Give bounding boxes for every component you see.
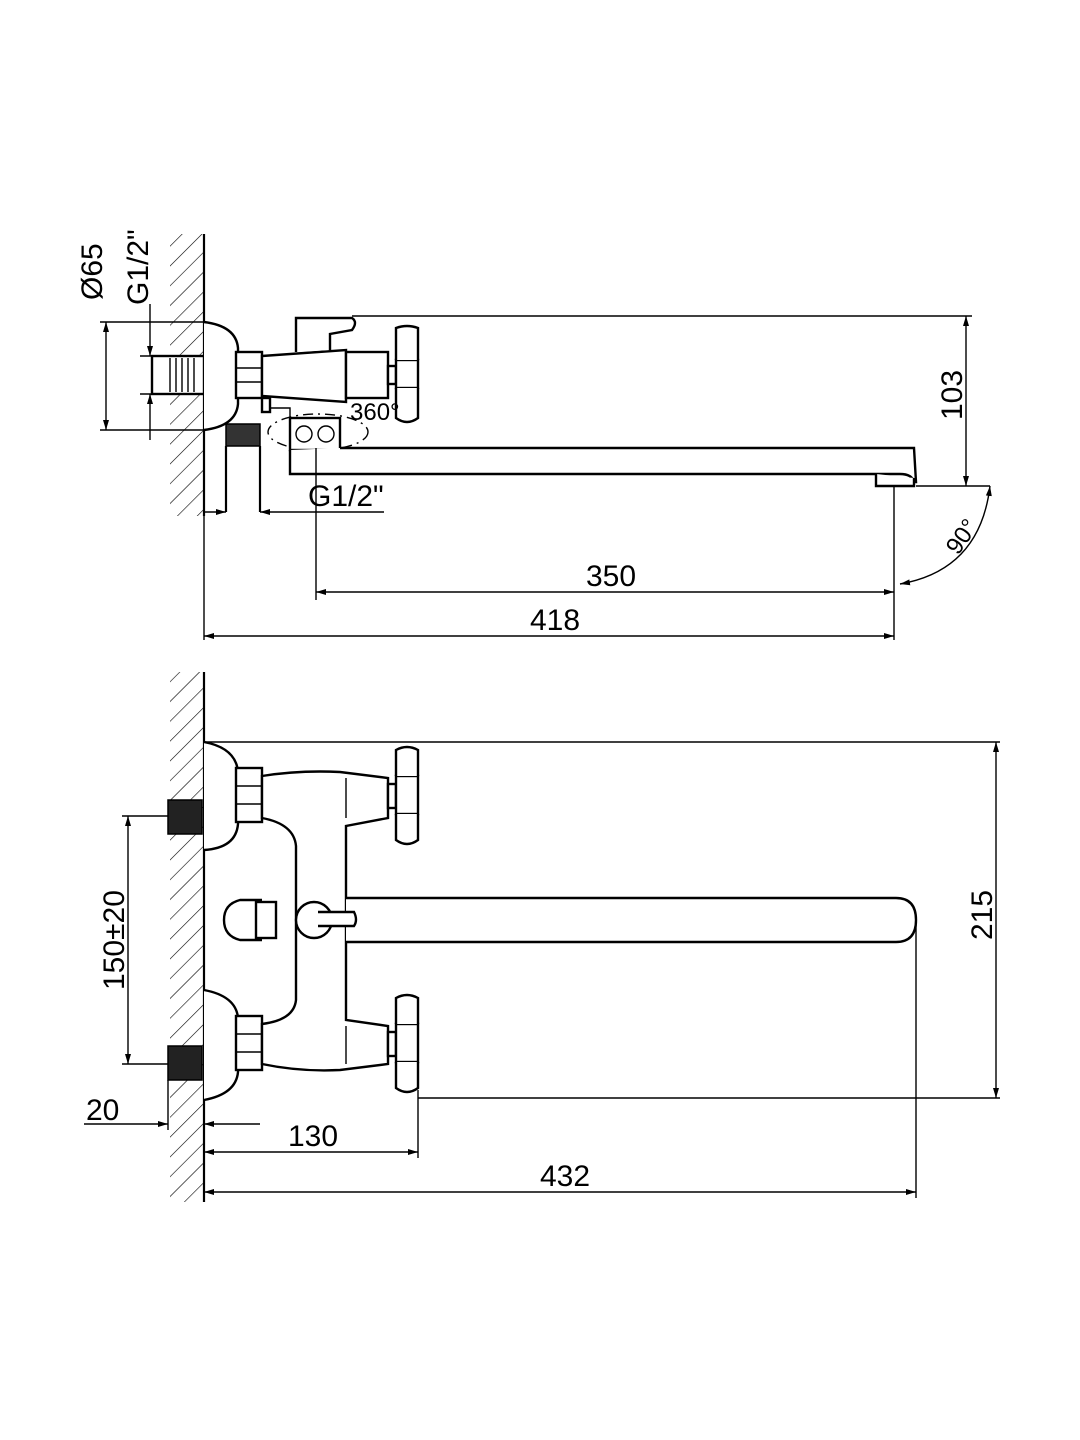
dim-total-length-top-label: 418 — [530, 604, 580, 637]
rotation-ellipse — [267, 413, 369, 451]
handle-lower — [386, 993, 420, 1094]
dim-handle-depth-label: 130 — [288, 1120, 338, 1153]
hex-nut-upper — [234, 766, 264, 824]
diverter-front — [222, 898, 262, 942]
dim-thread-outlet: G1/2" — [204, 480, 384, 515]
wall-thread-upper — [167, 799, 203, 835]
wall-front — [170, 672, 206, 1202]
dim-diameter: Ø65 — [76, 243, 204, 431]
dim-angle: 90° — [899, 485, 992, 586]
dim-thread-outlet-label: G1/2" — [308, 480, 384, 513]
escutcheon-lower — [203, 988, 240, 1102]
mixer-body-top — [260, 348, 348, 404]
dim-thread-wall-label: G1/2" — [122, 229, 155, 305]
diverter-lever-top — [294, 316, 357, 352]
dim-center-distance: 150±20 — [98, 815, 168, 1065]
dim-wall-offset-label: 20 — [86, 1094, 119, 1127]
front-view: 150±20 215 20 130 432 — [84, 672, 1000, 1202]
escutcheon-top — [203, 320, 240, 432]
dim-handle-depth: 130 — [204, 1090, 419, 1158]
hex-nut-top — [234, 350, 264, 400]
wall-connector-top — [150, 354, 206, 396]
top-view: Ø65 G1/2" 360° G1/2" 103 90° — [76, 229, 992, 640]
dim-angle-label: 90° — [941, 514, 984, 559]
spout-front — [346, 896, 918, 944]
dim-spout-length: 350 — [315, 448, 895, 640]
dim-height-top-label: 103 — [936, 370, 969, 420]
dim-height-front: 215 — [204, 741, 1000, 1099]
hex-nut-lower — [234, 1014, 264, 1072]
dim-rotation-label: 360° — [350, 399, 400, 426]
spout-top — [288, 446, 918, 484]
handle-upper — [386, 745, 420, 846]
escutcheon-upper — [203, 740, 240, 852]
outlet-thread — [224, 423, 262, 512]
dim-total-length-top: 418 — [203, 516, 894, 640]
dim-height-front-label: 215 — [966, 890, 999, 940]
dim-total-length-front-label: 432 — [540, 1160, 590, 1193]
dim-diameter-label: Ø65 — [76, 243, 109, 300]
dim-thread-wall: G1/2" — [122, 229, 204, 440]
dim-wall-offset: 20 — [84, 1080, 260, 1130]
dim-total-length-front: 432 — [204, 920, 917, 1198]
dim-center-distance-label: 150±20 — [98, 890, 131, 990]
wall-thread-lower — [167, 1045, 203, 1081]
dim-spout-length-label: 350 — [586, 560, 636, 593]
handle-top — [386, 324, 420, 424]
